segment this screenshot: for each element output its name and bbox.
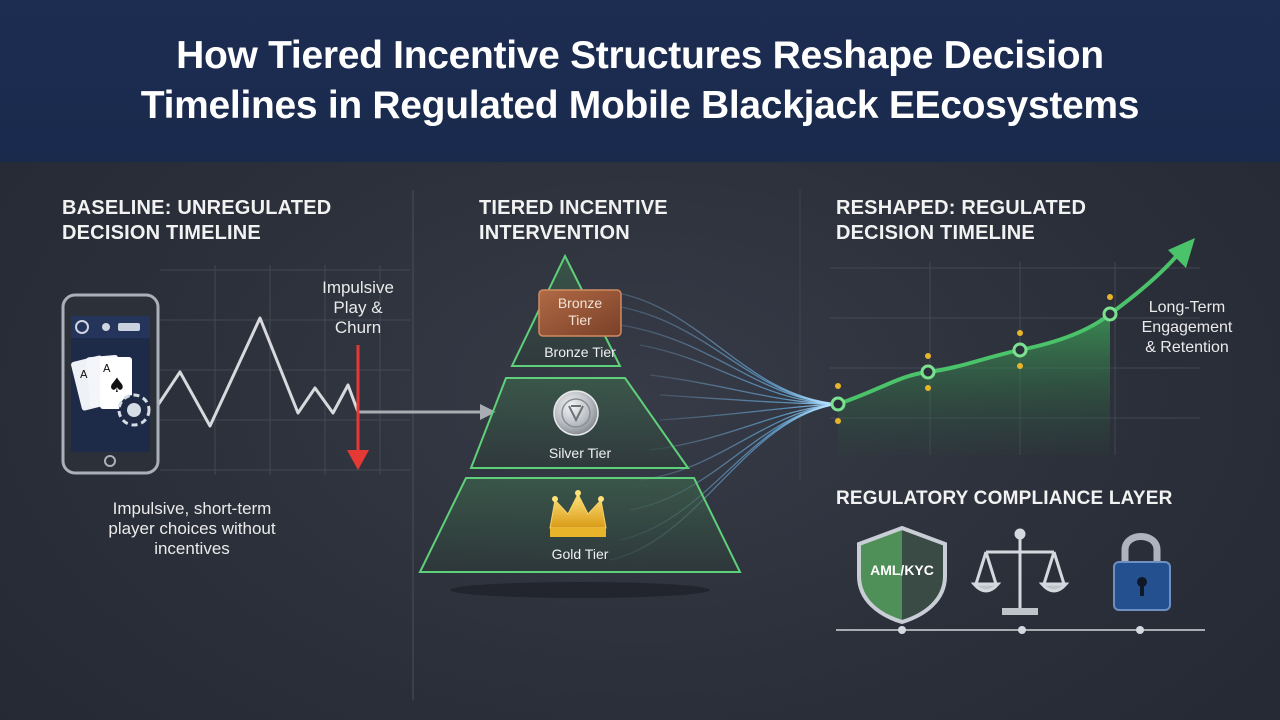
curve-nodes bbox=[830, 306, 1118, 412]
shield-text: AML/KYC bbox=[870, 562, 934, 578]
page-title: How Tiered Incentive Structures Reshape … bbox=[140, 31, 1140, 131]
title-line-1: How Tiered Incentive Structures Reshape … bbox=[176, 34, 1104, 77]
gold-tier-label: Gold Tier bbox=[551, 546, 609, 562]
reshaped-heading-line-2: DECISION TIMELINE bbox=[836, 222, 1035, 244]
reshaped-heading: RESHAPED: REGULATED DECISION TIMELINE bbox=[836, 196, 1086, 246]
phone-icon: A A ♠ bbox=[61, 293, 160, 475]
tiers-heading-line-2: INTERVENTION bbox=[479, 222, 630, 244]
churn-callout: Impulsive Play & Churn bbox=[305, 278, 411, 338]
baseline-heading-line-2: DECISION TIMELINE bbox=[62, 222, 261, 244]
bronze-tier-label: Bronze Tier bbox=[544, 344, 616, 360]
retention-callout: Long-Term Engagement & Retention bbox=[1124, 298, 1250, 358]
compliance-baseline-dots bbox=[898, 626, 1144, 634]
baseline-grid bbox=[160, 265, 410, 475]
volatile-timeline-line bbox=[156, 316, 360, 428]
baseline-caption-line-3: incentives bbox=[154, 539, 230, 558]
svg-text:♠: ♠ bbox=[108, 373, 126, 397]
reshaped-heading-line-1: RESHAPED: REGULATED bbox=[836, 197, 1087, 219]
churn-callout-line-3: Churn bbox=[334, 318, 382, 337]
title-line-2: Timelines in Regulated Mobile Blackjack … bbox=[140, 84, 1140, 127]
baseline-caption-line-1: Impulsive, short-term bbox=[112, 499, 272, 518]
retention-callout-line-1: Long-Term bbox=[1148, 299, 1226, 316]
playing-cards-icon: A A ♠ bbox=[71, 354, 132, 411]
tiers-heading: TIERED INCENTIVE INTERVENTION bbox=[479, 196, 668, 246]
transition-arrowhead bbox=[480, 404, 496, 420]
svg-text:A: A bbox=[103, 362, 111, 375]
silver-medal-icon bbox=[553, 390, 599, 436]
scales-icon bbox=[970, 528, 1070, 615]
compliance-heading: REGULATORY COMPLIANCE LAYER bbox=[836, 488, 1173, 509]
tiers-heading-line-1: TIERED INCENTIVE bbox=[479, 197, 668, 219]
churn-callout-line-2: Play & bbox=[333, 298, 383, 317]
growth-area bbox=[838, 314, 1110, 455]
retention-callout-line-2: Engagement bbox=[1141, 319, 1233, 336]
growth-arrowhead bbox=[1168, 238, 1195, 268]
baseline-heading-line-1: BASELINE: UNREGULATED bbox=[62, 197, 332, 219]
crown-icon bbox=[549, 490, 607, 537]
header-banner: How Tiered Incentive Structures Reshape … bbox=[0, 0, 1280, 162]
poker-chip-icon bbox=[117, 393, 151, 427]
svg-text:A: A bbox=[80, 368, 88, 381]
bronze-badge-text-line-2: Tier bbox=[568, 312, 592, 328]
baseline-heading: BASELINE: UNREGULATED DECISION TIMELINE bbox=[62, 196, 331, 246]
baseline-caption-line-2: player choices without bbox=[108, 519, 276, 538]
bronze-badge-text: Bronze Tier bbox=[539, 295, 621, 329]
shield-icon bbox=[857, 525, 947, 625]
retention-callout-line-3: & Retention bbox=[1145, 339, 1229, 356]
churn-callout-line-1: Impulsive bbox=[322, 278, 394, 297]
churn-arrowhead bbox=[347, 450, 369, 470]
silver-tier-label: Silver Tier bbox=[548, 445, 612, 461]
baseline-caption: Impulsive, short-term player choices wit… bbox=[72, 499, 312, 559]
bronze-badge bbox=[538, 289, 622, 337]
gold-markers bbox=[835, 294, 1113, 424]
lock-icon bbox=[1113, 533, 1171, 611]
bronze-badge-text-line-1: Bronze bbox=[557, 295, 603, 311]
